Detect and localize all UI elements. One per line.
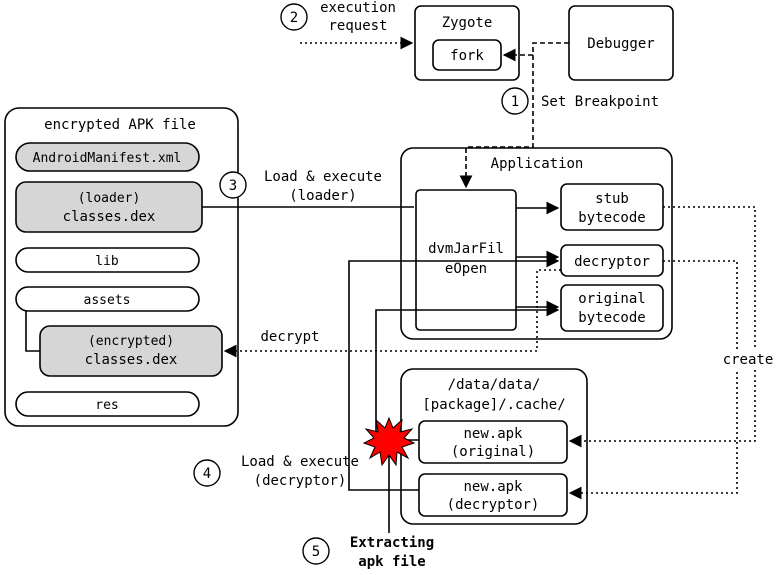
encrypted-dex-line2: classes.dex xyxy=(85,352,178,368)
manifest-label: AndroidManifest.xml xyxy=(33,151,182,166)
dvm-line2: eOpen xyxy=(445,261,487,277)
lib-label: lib xyxy=(95,254,119,269)
decrypt-label-bg xyxy=(256,326,324,346)
step-3-label-line2: (loader) xyxy=(289,188,356,204)
assets-box xyxy=(15,286,200,312)
edge-create-original xyxy=(568,206,756,448)
step-3-marker xyxy=(219,171,247,199)
debugger-label: Debugger xyxy=(587,36,654,52)
create-label-bg xyxy=(718,349,776,369)
apk-file-label: encrypted APK file xyxy=(44,117,196,133)
step-3-number: 3 xyxy=(229,178,237,194)
manifest-box xyxy=(15,142,200,172)
fork-label: fork xyxy=(450,48,484,64)
step-5-number: 5 xyxy=(312,544,320,560)
fork-box xyxy=(432,39,502,71)
step-3-label-line1: Load & execute xyxy=(264,169,382,185)
new-apk-decryptor-line1: new.apk xyxy=(463,479,523,495)
new-apk-decryptor-box xyxy=(418,473,568,517)
edge-decrypt xyxy=(223,269,561,358)
stub-line2: bytecode xyxy=(578,210,645,226)
apk-file-container: encrypted APK file AndroidManifest.xml (… xyxy=(4,107,239,427)
new-apk-original-line2: (original) xyxy=(451,444,535,460)
stub-line1: stub xyxy=(595,191,629,207)
cache-line1: /data/data/ xyxy=(448,377,541,393)
zygote-label: Zygote xyxy=(442,15,493,31)
zygote-node: Zygote fork xyxy=(414,5,520,81)
step-2-marker xyxy=(280,3,308,31)
application-label: Application xyxy=(491,156,584,172)
step-4-marker xyxy=(193,459,221,487)
step-2-label-line1: execution xyxy=(320,0,396,16)
step-1-marker xyxy=(501,87,529,115)
assets-label: assets xyxy=(84,293,131,308)
loader-dex-line1: (loader) xyxy=(78,191,141,206)
step-1-number: 1 xyxy=(511,94,519,110)
res-box xyxy=(15,391,200,417)
edge-debugger-fork xyxy=(502,42,569,62)
cache-container: /data/data/ [package]/.cache/ new.apk (o… xyxy=(400,368,588,525)
step-4-label-line1: Load & execute xyxy=(241,454,359,470)
original-box xyxy=(560,284,664,332)
encrypted-dex-line1: (encrypted) xyxy=(88,334,174,349)
original-line1: original xyxy=(578,291,645,307)
edge-create-decryptor xyxy=(568,260,738,500)
step-4-number: 4 xyxy=(203,466,211,482)
step-4-label-line2: (decryptor) xyxy=(254,473,347,489)
create-label: create xyxy=(723,352,774,368)
debugger-node: Debugger xyxy=(568,5,674,81)
step-5-marker xyxy=(302,537,330,565)
new-apk-original-line1: new.apk xyxy=(463,426,523,442)
decrypt-label: decrypt xyxy=(260,329,319,345)
step-2-label-line2: request xyxy=(328,18,387,34)
edge-set-breakpoint xyxy=(459,55,534,189)
lib-box xyxy=(15,247,200,273)
extraction-burst-icon xyxy=(362,416,416,467)
new-apk-original-box xyxy=(418,420,568,464)
step-5-label-line1: Extracting xyxy=(350,535,434,551)
original-line2: bytecode xyxy=(578,310,645,326)
decryptor-label: decryptor xyxy=(574,254,650,270)
dvm-box xyxy=(415,189,517,331)
application-container: Application dvmJarFil eOpen stub bytecod… xyxy=(400,147,673,340)
step-1-label: Set Breakpoint xyxy=(541,94,659,110)
loader-dex-line2: classes.dex xyxy=(63,209,156,225)
step-5-label-line2: apk file xyxy=(358,554,425,570)
new-apk-decryptor-line2: (decryptor) xyxy=(447,497,540,513)
edge-load-decryptor xyxy=(348,254,560,491)
step-2-number: 2 xyxy=(290,10,298,26)
assets-tree-connector xyxy=(25,311,40,352)
dvm-line1: dvmJarFil xyxy=(428,241,504,257)
res-label: res xyxy=(95,398,118,413)
cache-line2: [package]/.cache/ xyxy=(422,397,565,413)
encrypted-dex-box xyxy=(39,325,223,377)
